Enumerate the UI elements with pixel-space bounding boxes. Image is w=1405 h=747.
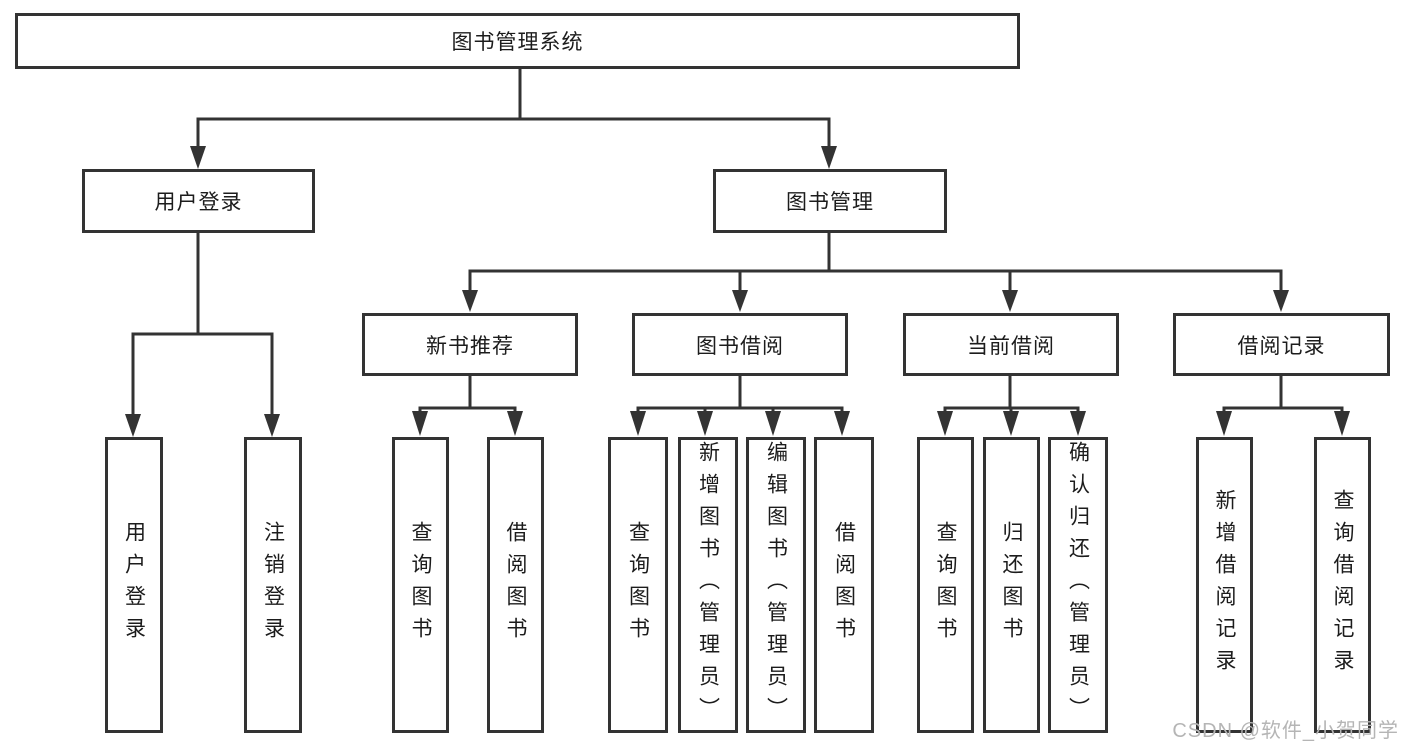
leaf-add-books-admin: 新增图书（管理员） bbox=[678, 437, 738, 733]
connector-level2-split bbox=[468, 269, 1283, 292]
leaf-query-borrow-record: 查询借阅记录 bbox=[1314, 437, 1371, 733]
leaf-add-borrow-record: 新增借阅记录 bbox=[1196, 437, 1253, 733]
node-book-borrow: 图书借阅 bbox=[632, 313, 848, 376]
leaf-borrow-books-recommend: 借阅图书 bbox=[487, 437, 544, 733]
node-current-borrow: 当前借阅 bbox=[903, 313, 1119, 376]
leaf-query-books-borrow: 查询图书 bbox=[608, 437, 668, 733]
leaf-query-books-recommend: 查询图书 bbox=[392, 437, 449, 733]
leaf-query-books-current: 查询图书 bbox=[917, 437, 974, 733]
arrow-book-mgmt bbox=[821, 146, 837, 169]
leaf-logout: 注销登录 bbox=[244, 437, 302, 733]
leaf-confirm-return-admin: 确认归还（管理员） bbox=[1048, 437, 1108, 733]
connector-level1-split bbox=[196, 117, 831, 148]
leaf-user-login: 用户登录 bbox=[105, 437, 163, 733]
node-book-management: 图书管理 bbox=[713, 169, 947, 233]
node-new-book-recommend: 新书推荐 bbox=[362, 313, 578, 376]
leaf-return-books: 归还图书 bbox=[983, 437, 1040, 733]
node-borrow-records: 借阅记录 bbox=[1173, 313, 1390, 376]
connector-userlogin-split bbox=[131, 332, 274, 416]
leaf-borrow-books: 借阅图书 bbox=[814, 437, 874, 733]
arrow-user-login bbox=[190, 146, 206, 169]
leaf-edit-books-admin: 编辑图书（管理员） bbox=[746, 437, 806, 733]
node-root-library-system: 图书管理系统 bbox=[15, 13, 1020, 69]
node-user-login-group: 用户登录 bbox=[82, 169, 315, 233]
